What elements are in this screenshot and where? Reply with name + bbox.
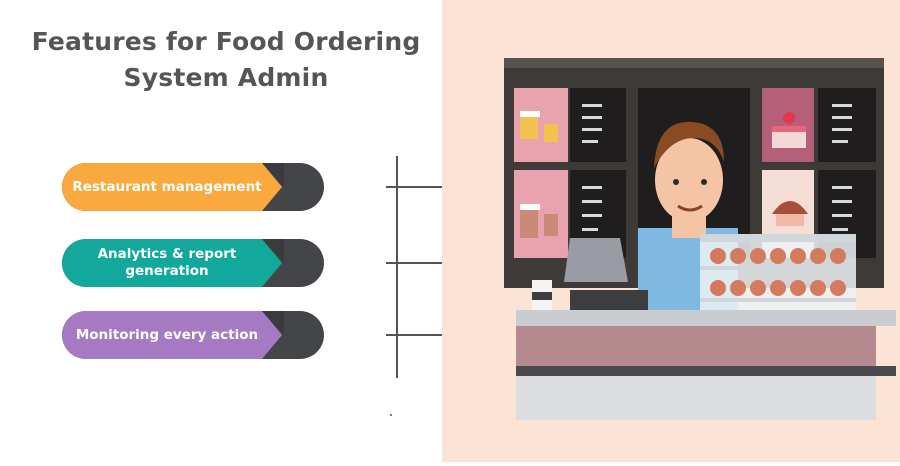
pill-shadow-triangle xyxy=(262,311,284,335)
menu-cup-icon xyxy=(544,214,558,236)
menu-panel-magenta xyxy=(762,88,814,162)
pill-color-band xyxy=(62,311,282,359)
pill-color-band xyxy=(62,163,282,211)
feature-pill: Analytics & report generation xyxy=(62,239,324,287)
menu-cup-icon xyxy=(520,208,538,238)
feature-connector xyxy=(386,262,450,264)
feature-label: Analytics & report generation xyxy=(97,246,237,279)
pill-shadow-triangle xyxy=(262,163,284,187)
feature-connector xyxy=(386,186,450,188)
menu-cupcake-icon xyxy=(772,201,808,214)
feature-restaurant-management: Restaurant management xyxy=(62,163,468,211)
barista-face xyxy=(655,138,723,222)
pill-color-band xyxy=(62,239,282,287)
menu-board-top-trim xyxy=(504,58,884,68)
counter-front xyxy=(516,326,876,366)
feature-label: Restaurant management xyxy=(72,178,262,195)
page-title: Features for Food Ordering System Admin xyxy=(0,24,452,96)
feature-analytics-report: Analytics & report generation xyxy=(62,239,468,287)
pill-shadow-triangle xyxy=(262,239,284,263)
feature-connector xyxy=(386,334,450,336)
title-line-1: Features for Food Ordering xyxy=(31,27,421,56)
cafe-illustration xyxy=(442,0,900,462)
feature-label: Monitoring every action xyxy=(75,326,259,343)
feature-pill: Monitoring every action xyxy=(62,311,324,359)
counter-band xyxy=(516,366,896,376)
cafe-counter-illustration xyxy=(504,58,896,420)
stray-mark xyxy=(390,414,392,416)
menu-panel-dark xyxy=(570,88,626,162)
counter-top xyxy=(516,310,896,326)
menu-text-lines xyxy=(582,104,852,231)
feature-pill: Restaurant management xyxy=(62,163,324,211)
menu-cup-icon xyxy=(520,115,538,139)
feature-monitoring-action: Monitoring every action xyxy=(62,311,468,359)
cash-register xyxy=(564,238,628,282)
title-line-2: System Admin xyxy=(123,63,329,92)
menu-panel-dark xyxy=(818,88,876,162)
barista-hair xyxy=(654,121,724,168)
counter-base xyxy=(516,376,876,420)
timeline-line xyxy=(396,156,398,378)
menu-cup-icon xyxy=(544,124,558,142)
